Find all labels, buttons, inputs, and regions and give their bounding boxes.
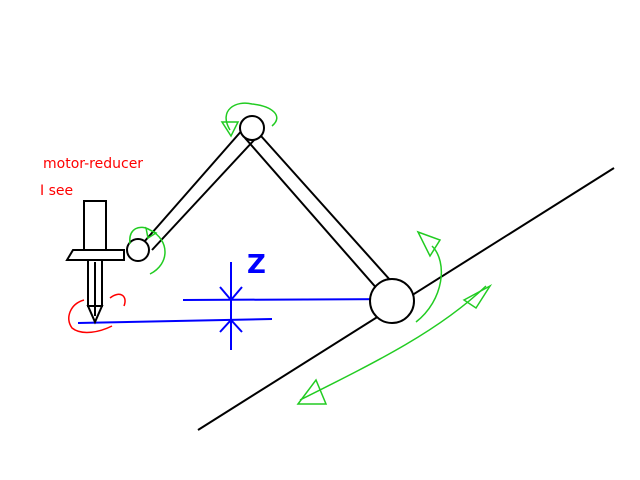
elbow-rotation-arrow-icon: [225, 102, 278, 131]
base-joint-circle: [369, 278, 415, 324]
z-upper-arrowhead-icon: [219, 286, 243, 302]
tool-tip-rotation-hook: [109, 293, 126, 307]
motor-reducer-annotation: motor-reducer: [43, 156, 144, 172]
lower-arm-link: [244, 135, 392, 292]
upper-arm-link: [143, 127, 257, 251]
tool-tip-rotation-scribble: [68, 299, 113, 334]
elbow-joint-circle: [239, 115, 265, 141]
motor-body: [83, 200, 107, 251]
tool-flange: [65, 249, 125, 261]
wrist-joint-circle: [126, 238, 150, 262]
lower-reference-line: [77, 318, 273, 324]
base-sweep-arrow-icon: [299, 285, 487, 401]
z-axis-label: Z: [247, 250, 266, 280]
tool-assembly: [65, 200, 125, 325]
i-see-annotation: I see: [40, 183, 74, 199]
z-lower-arrowhead-icon: [219, 318, 243, 333]
z-axis-reference: [77, 262, 413, 350]
rotation-arrows: [129, 102, 493, 405]
base-rotation-arc-icon: [415, 245, 443, 323]
